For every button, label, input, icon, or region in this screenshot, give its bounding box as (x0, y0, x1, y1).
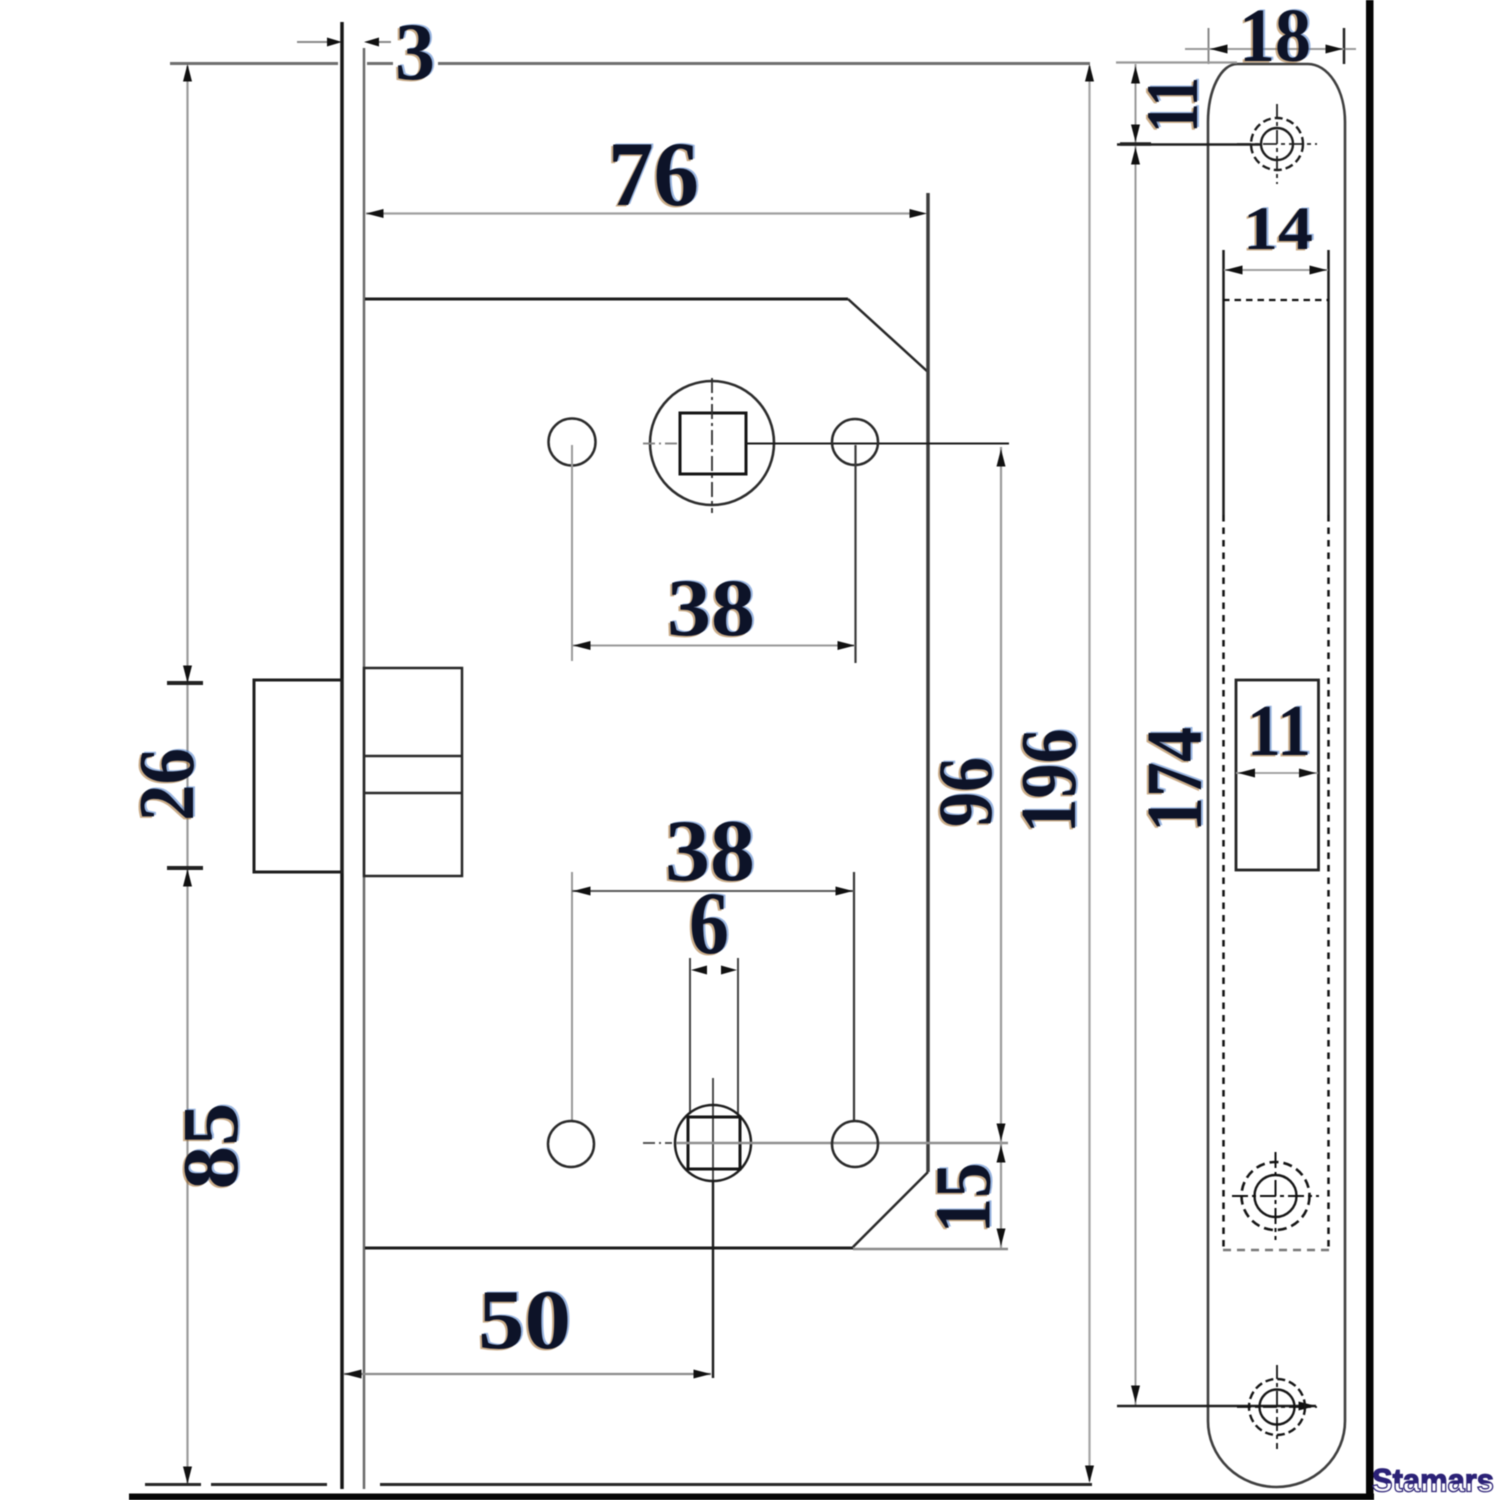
svg-text:3: 3 (395, 6, 435, 97)
svg-text:3: 3 (397, 5, 437, 96)
svg-text:14: 14 (1241, 198, 1311, 265)
svg-text:196: 196 (1006, 729, 1093, 834)
svg-text:76: 76 (608, 123, 699, 225)
svg-text:76: 76 (606, 125, 697, 227)
svg-text:38: 38 (667, 802, 757, 899)
svg-text:50: 50 (480, 1272, 573, 1366)
svg-text:18: 18 (1237, 0, 1309, 80)
svg-text:11: 11 (1132, 77, 1214, 133)
svg-text:85: 85 (168, 1103, 255, 1190)
svg-text:196: 196 (1008, 727, 1095, 832)
svg-text:96: 96 (920, 759, 1006, 829)
svg-text:18: 18 (1241, 0, 1313, 77)
svg-text:11: 11 (1249, 689, 1313, 770)
svg-text:11: 11 (1245, 692, 1309, 773)
svg-text:50: 50 (478, 1273, 571, 1367)
svg-text:18: 18 (1239, 0, 1311, 78)
svg-text:Stamars: Stamars (1372, 1463, 1494, 1499)
svg-text:85: 85 (166, 1104, 253, 1191)
svg-text:11: 11 (1247, 690, 1311, 771)
svg-text:76: 76 (610, 122, 701, 224)
svg-text:11: 11 (1130, 79, 1212, 135)
svg-text:15: 15 (921, 1163, 1008, 1234)
svg-text:96: 96 (924, 756, 1010, 826)
svg-text:26: 26 (126, 747, 213, 820)
svg-text:38: 38 (669, 561, 757, 652)
svg-text:15: 15 (919, 1164, 1006, 1235)
svg-text:26: 26 (124, 748, 211, 821)
svg-text:174: 174 (1134, 726, 1221, 831)
svg-text:196: 196 (1004, 730, 1091, 835)
svg-text:50: 50 (476, 1275, 569, 1369)
svg-text:38: 38 (667, 562, 755, 653)
svg-text:174: 174 (1130, 729, 1217, 834)
svg-text:6: 6 (691, 874, 731, 972)
svg-text:11: 11 (1134, 76, 1216, 132)
svg-text:38: 38 (663, 805, 753, 902)
svg-text:96: 96 (922, 757, 1008, 827)
svg-text:6: 6 (689, 875, 729, 973)
svg-text:38: 38 (665, 564, 753, 655)
svg-text:14: 14 (1243, 196, 1313, 263)
svg-text:85: 85 (170, 1101, 257, 1188)
svg-text:15: 15 (923, 1161, 1010, 1232)
svg-text:14: 14 (1245, 195, 1315, 262)
svg-text:38: 38 (665, 803, 755, 900)
svg-text:6: 6 (687, 877, 727, 975)
svg-text:3: 3 (393, 8, 433, 99)
svg-text:26: 26 (122, 750, 209, 823)
svg-text:174: 174 (1132, 727, 1219, 832)
